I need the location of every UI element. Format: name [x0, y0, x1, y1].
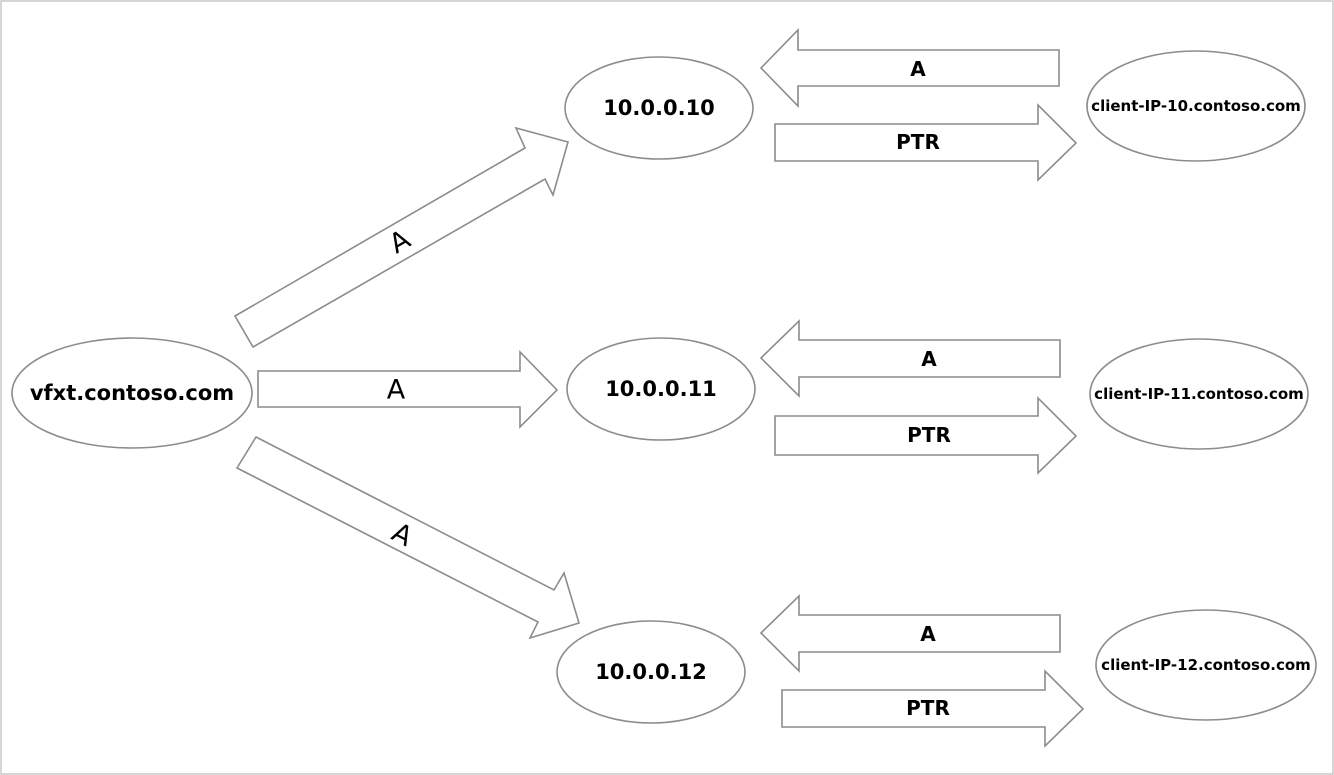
edge-client10-to-ip: A — [759, 28, 1060, 108]
node-ip-10-label: 10.0.0.10 — [603, 96, 715, 120]
node-ip-12-ellipse — [556, 620, 746, 724]
edge-label-root-to-11: A — [387, 375, 406, 406]
node-client-10: client-IP-10.contoso.com — [1086, 50, 1306, 162]
edge-client11-to-ip: A — [759, 319, 1061, 398]
edge-client12-to-ip: A — [759, 594, 1061, 673]
node-client-12: client-IP-12.contoso.com — [1095, 609, 1317, 721]
edge-root-to-11: A — [257, 350, 559, 429]
node-ip-11-label: 10.0.0.11 — [605, 377, 717, 401]
node-ip-10: 10.0.0.10 — [564, 56, 754, 160]
edge-root-to-10: A — [233, 126, 569, 349]
edge-root-to-12: A — [235, 435, 580, 640]
edge-label-client10-to-ip: A — [910, 57, 926, 81]
node-ip-11: 10.0.0.11 — [566, 337, 756, 441]
edge-label-client11-to-ip: A — [921, 347, 937, 371]
node-client-10-label: client-IP-10.contoso.com — [1091, 97, 1301, 115]
arrow-ip11-to-client — [774, 396, 1078, 475]
node-client-11-label: client-IP-11.contoso.com — [1094, 385, 1304, 403]
edge-label-ip12-to-client: PTR — [906, 696, 950, 720]
edge-ip10-to-client: PTR — [774, 103, 1078, 182]
node-root-label: vfxt.contoso.com — [30, 381, 234, 405]
arrow-client11-to-ip — [759, 319, 1061, 398]
node-client-11-ellipse — [1089, 338, 1309, 450]
edge-label-client12-to-ip: A — [920, 622, 936, 646]
edge-ip11-to-client: PTR — [774, 396, 1078, 475]
arrow-root-to-11 — [257, 350, 559, 429]
arrow-client12-to-ip — [759, 594, 1061, 673]
node-ip-10-ellipse — [564, 56, 754, 160]
node-ip-12: 10.0.0.12 — [556, 620, 746, 724]
arrow-root-to-12 — [235, 435, 580, 640]
node-root-ellipse — [11, 337, 253, 449]
arrow-ip10-to-client — [774, 103, 1078, 182]
arrow-ip12-to-client — [781, 669, 1085, 748]
node-client-12-label: client-IP-12.contoso.com — [1101, 656, 1311, 674]
edge-label-ip10-to-client: PTR — [896, 130, 940, 154]
edge-ip12-to-client: PTR — [781, 669, 1085, 748]
arrow-root-to-10 — [233, 126, 569, 349]
node-ip-11-ellipse — [566, 337, 756, 441]
node-client-12-ellipse — [1095, 609, 1317, 721]
node-client-11: client-IP-11.contoso.com — [1089, 338, 1309, 450]
node-client-10-ellipse — [1086, 50, 1306, 162]
edge-label-ip11-to-client: PTR — [907, 423, 951, 447]
node-ip-12-label: 10.0.0.12 — [595, 660, 707, 684]
node-root: vfxt.contoso.com — [11, 337, 253, 449]
arrow-client10-to-ip — [759, 28, 1060, 108]
